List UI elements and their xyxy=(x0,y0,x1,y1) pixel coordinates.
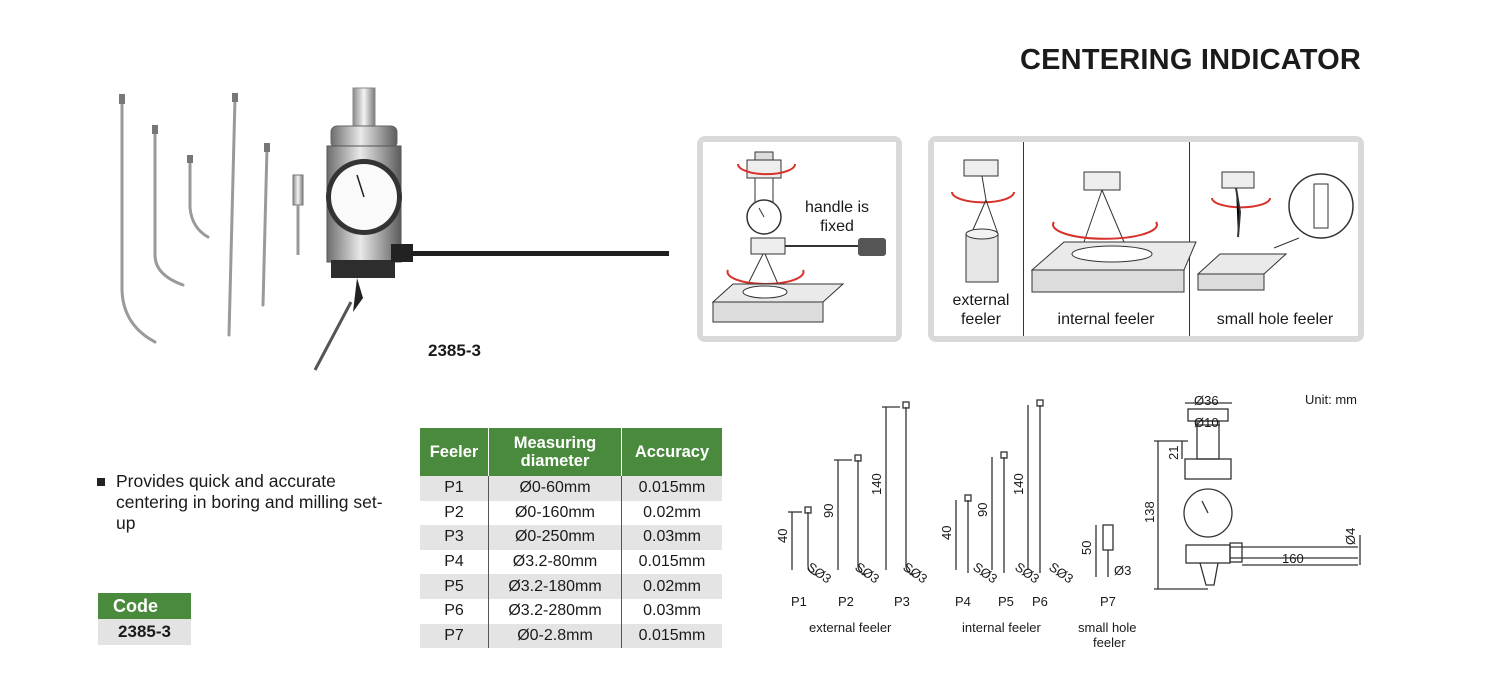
small-hole-group-label-line2: feeler xyxy=(1093,635,1126,650)
dimension-drawing: 40 90 140 40 90 140 50 SØ3 SØ3 SØ3 SØ3 S… xyxy=(775,392,1361,650)
cell-feeler: P3 xyxy=(420,525,489,550)
cell-feeler: P2 xyxy=(420,500,489,526)
external-group-label: external feeler xyxy=(809,620,892,635)
p2-name: P2 xyxy=(838,594,854,609)
bullet-square-icon xyxy=(97,478,105,486)
cell-diameter: Ø0-160mm xyxy=(488,500,622,526)
feeler-profiles xyxy=(788,399,1361,590)
feature-text: Provides quick and accurate centering in… xyxy=(116,471,383,533)
model-label: 2385-3 xyxy=(428,341,481,360)
cell-feeler: P4 xyxy=(420,549,489,575)
internal-feeler-caption: internal feeler xyxy=(1057,311,1155,328)
internal-group-label: internal feeler xyxy=(962,620,1041,635)
code-header: Code xyxy=(98,593,191,619)
cell-accuracy: 0.03mm xyxy=(621,525,722,550)
p1-length: 40 xyxy=(775,529,790,543)
cell-feeler: P7 xyxy=(420,623,489,649)
feeler-usage-panel: external feeler internal feeler small ho… xyxy=(928,136,1364,342)
unit-label: Unit: mm xyxy=(1305,392,1357,407)
small-hole-feeler-caption: small hole feeler xyxy=(1216,311,1334,328)
p7-length: 50 xyxy=(1079,541,1094,555)
p5-ball: SØ3 xyxy=(1012,559,1042,586)
cell-diameter: Ø0-2.8mm xyxy=(488,623,622,649)
p7-tip: Ø3 xyxy=(1114,563,1131,578)
cell-feeler: P1 xyxy=(420,476,489,501)
p4-name: P4 xyxy=(955,594,971,609)
shank-diameter: Ø10 xyxy=(1194,415,1219,430)
cell-feeler: P5 xyxy=(420,574,489,599)
feature-bullet: Provides quick and accurate centering in… xyxy=(97,471,387,534)
fixed-handle-panel: handle is fixed xyxy=(697,136,902,342)
small-hole-group-label-line1: small hole xyxy=(1078,620,1137,635)
fixed-handle-illustration xyxy=(711,151,886,323)
shank-length: 21 xyxy=(1166,446,1181,460)
p2-length: 90 xyxy=(821,504,836,518)
p6-name: P6 xyxy=(1032,594,1048,609)
table-header-accuracy: Accuracy xyxy=(621,428,722,476)
cell-diameter: Ø3.2-180mm xyxy=(488,574,622,599)
feeler-set xyxy=(120,96,269,344)
table-header-feeler: Feeler xyxy=(420,428,489,476)
external-feeler-caption: external feeler xyxy=(952,292,1010,328)
p4-ball: SØ3 xyxy=(970,559,1000,586)
cell-accuracy: 0.015mm xyxy=(621,476,722,501)
p2-ball: SØ3 xyxy=(852,559,882,586)
p3-ball: SØ3 xyxy=(900,559,930,586)
p3-name: P3 xyxy=(894,594,910,609)
cell-diameter: Ø3.2-80mm xyxy=(488,549,622,575)
arm-length: 160 xyxy=(1282,551,1304,566)
p6-length: 140 xyxy=(1011,473,1026,495)
p1-ball: SØ3 xyxy=(804,559,834,586)
dimension-labels: 40 90 140 40 90 140 50 SØ3 SØ3 SØ3 SØ3 S… xyxy=(775,392,1358,650)
code-value: 2385-3 xyxy=(98,619,191,645)
cell-accuracy: 0.015mm xyxy=(621,623,722,649)
cell-accuracy: 0.015mm xyxy=(621,549,722,575)
p3-length: 140 xyxy=(869,473,884,495)
fixed-handle-caption: handle is fixed xyxy=(804,199,870,235)
cell-accuracy: 0.03mm xyxy=(621,598,722,624)
p5-length: 90 xyxy=(975,503,990,517)
cell-feeler: P6 xyxy=(420,598,489,624)
body-height: 138 xyxy=(1142,501,1157,523)
cell-diameter: Ø0-250mm xyxy=(488,525,622,550)
p1-name: P1 xyxy=(791,594,807,609)
top-diameter: Ø36 xyxy=(1194,393,1219,408)
p6-ball: SØ3 xyxy=(1046,559,1076,586)
arm-diameter: Ø4 xyxy=(1343,528,1358,545)
page-title: CENTERING INDICATOR xyxy=(1020,44,1362,76)
cell-accuracy: 0.02mm xyxy=(621,500,722,526)
p7-name: P7 xyxy=(1100,594,1116,609)
cell-diameter: Ø0-60mm xyxy=(488,476,622,501)
code-box: Code 2385-3 xyxy=(98,593,191,645)
product-photo xyxy=(119,87,669,371)
cell-accuracy: 0.02mm xyxy=(621,574,722,599)
p5-name: P5 xyxy=(998,594,1014,609)
cell-diameter: Ø3.2-280mm xyxy=(488,598,622,624)
p4-length: 40 xyxy=(939,526,954,540)
feeler-usage-illustration xyxy=(951,159,1354,293)
